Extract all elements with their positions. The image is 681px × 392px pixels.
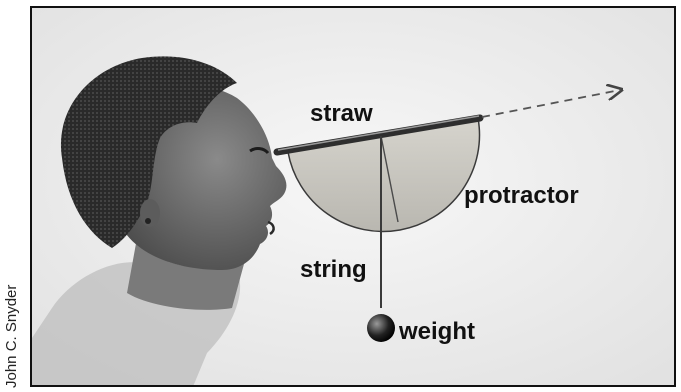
label-straw: straw — [310, 102, 373, 126]
label-protractor: protractor — [464, 184, 579, 208]
earring — [145, 218, 151, 224]
label-string: string — [300, 258, 367, 282]
illustration-frame: straw protractor string weight — [30, 6, 676, 387]
label-weight: weight — [399, 320, 475, 344]
weight — [367, 314, 395, 342]
inclinometer-diagram — [32, 8, 676, 387]
photo-credit: John C. Snyder — [3, 285, 20, 388]
